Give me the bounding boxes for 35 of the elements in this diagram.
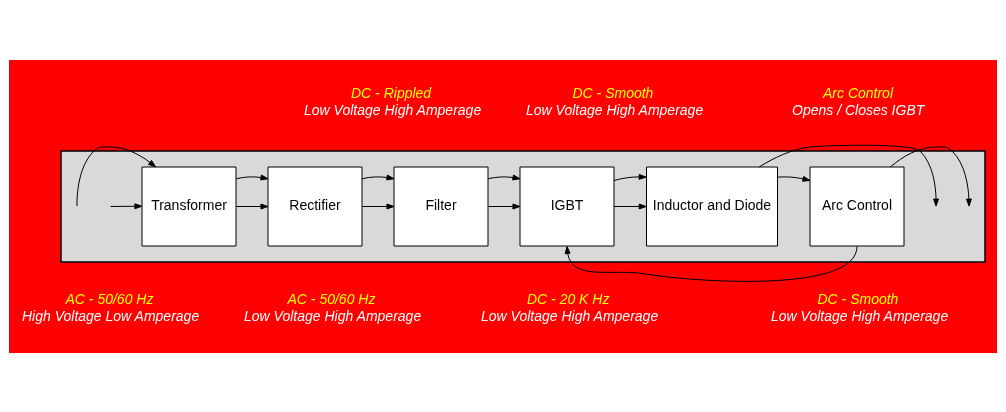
arrow: [76, 145, 156, 207]
node-box: Inductor and Diode: [646, 166, 778, 246]
arrow: [235, 174, 269, 180]
arrow: [777, 175, 811, 182]
label: Opens / Closes IGBT: [792, 101, 925, 118]
node-box: Rectifier: [267, 166, 363, 246]
label: Arc Control: [823, 84, 894, 101]
arrow: [758, 144, 939, 207]
label: Low Voltage High Amperage: [304, 101, 482, 118]
arrow: [361, 174, 395, 180]
label: AC - 50/60 Hz: [287, 290, 376, 307]
node-box: IGBT: [519, 166, 615, 246]
arrow: [487, 203, 521, 209]
arrow: [890, 145, 972, 207]
label: AC - 50/60 Hz: [65, 290, 154, 307]
arrow: [613, 203, 647, 209]
cluster: [60, 149, 986, 263]
arrow: [361, 203, 395, 209]
label: DC - Rippled: [351, 84, 432, 101]
node-box: Transformer: [141, 166, 237, 246]
node-box: Arc Control: [809, 166, 905, 246]
label: Low Voltage High Amperage: [481, 307, 659, 324]
label: Low Voltage High Amperage: [771, 307, 949, 324]
label: Low Voltage High Amperage: [244, 307, 422, 324]
label: Low Voltage High Amperage: [526, 101, 704, 118]
arrow: [487, 174, 521, 180]
label: DC - Smooth: [572, 84, 654, 101]
arrow: [110, 202, 143, 209]
arrow: [564, 245, 858, 282]
arrow: [613, 173, 647, 181]
node-box: Filter: [393, 166, 489, 246]
arrow: [235, 203, 269, 209]
label: High Voltage Low Amperage: [22, 307, 200, 324]
label: DC - 20 K Hz: [527, 290, 610, 307]
label: DC - Smooth: [817, 290, 899, 307]
